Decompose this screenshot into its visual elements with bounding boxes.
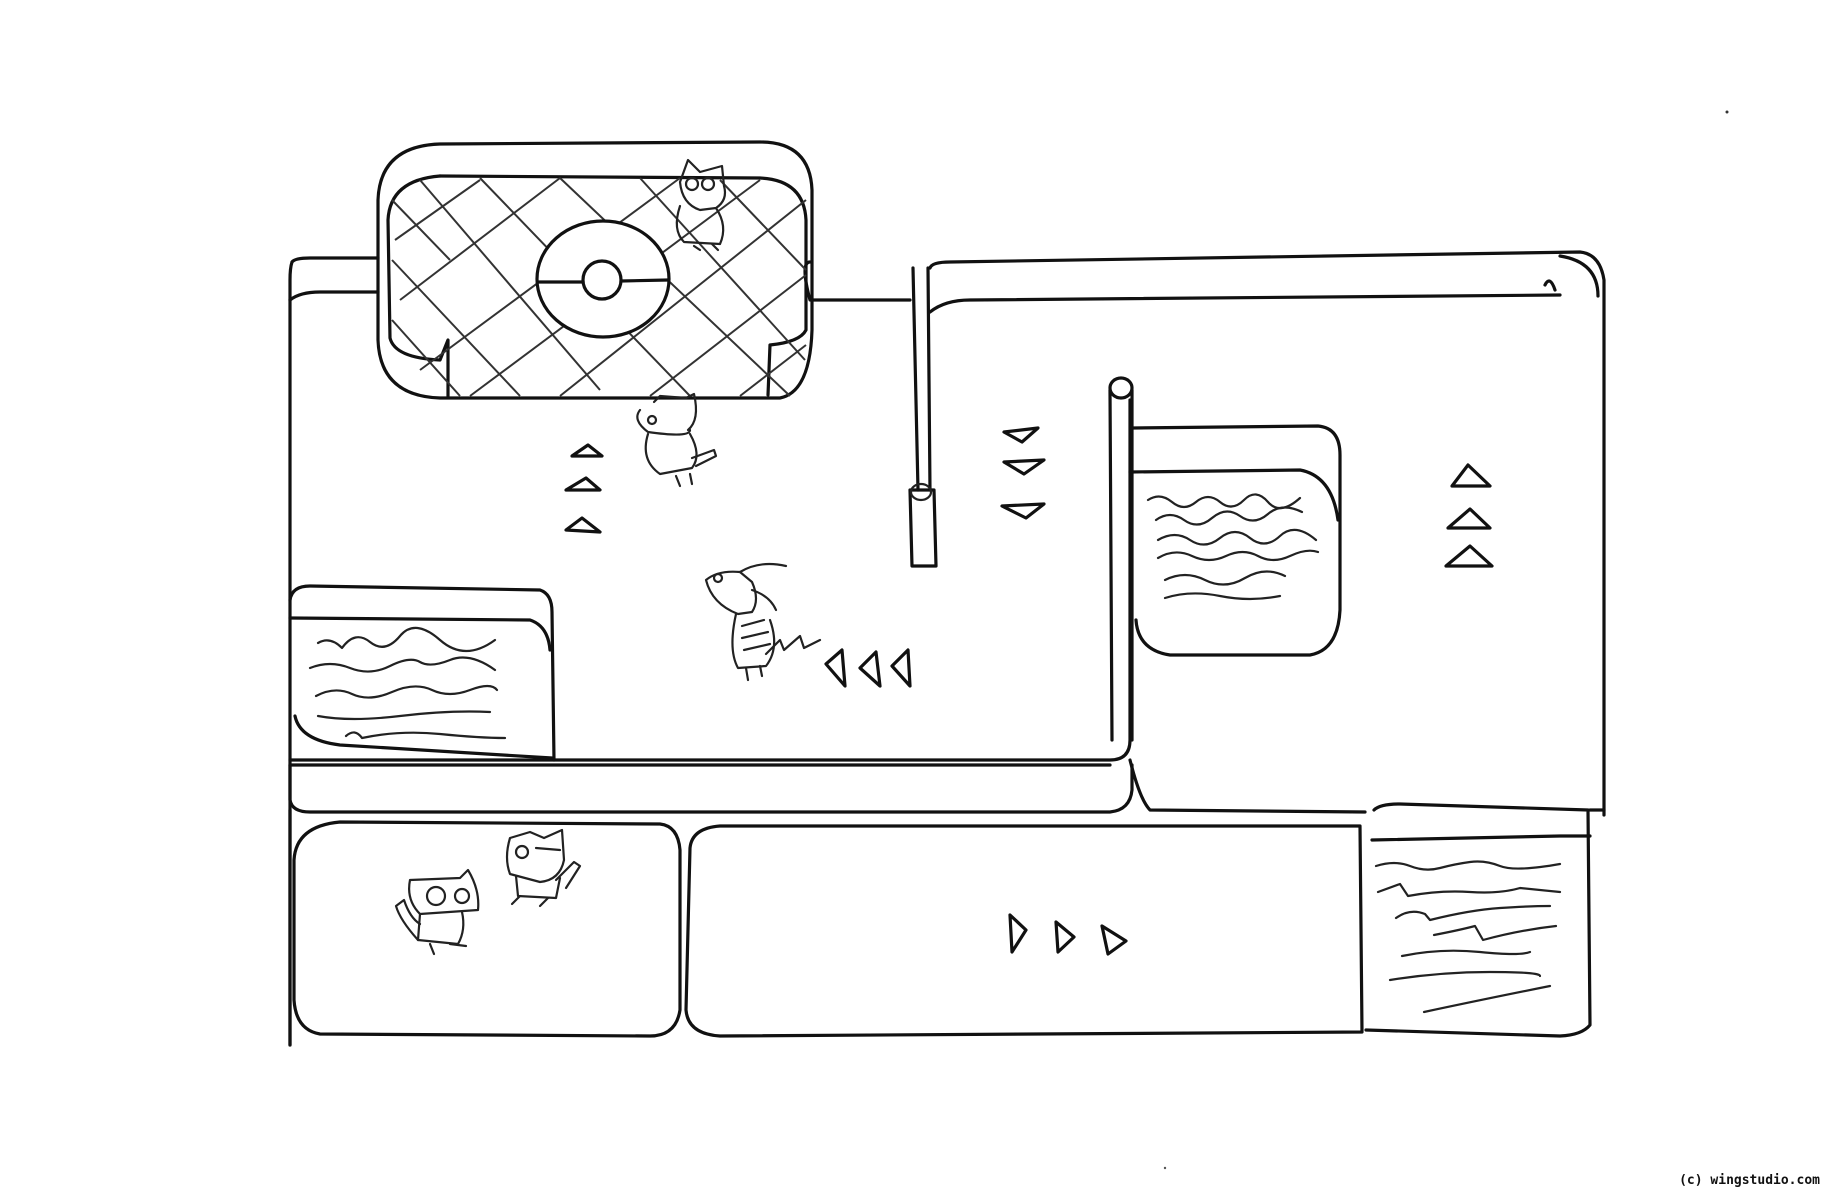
east-field[interactable]	[928, 250, 1606, 817]
arrows-player-left	[824, 648, 912, 688]
trainer-arena[interactable]	[675, 158, 727, 252]
arrows-south-right	[1008, 913, 1128, 956]
arrows-east-up	[1444, 463, 1494, 568]
pool-west	[288, 584, 556, 762]
arena[interactable]	[376, 140, 814, 400]
pillar-1	[908, 266, 938, 568]
south-corridor[interactable]	[684, 824, 1364, 1038]
pool-southeast	[1364, 802, 1606, 1038]
cat-sw-2[interactable]	[505, 828, 582, 908]
pool-east	[1128, 424, 1342, 657]
copyright-credit: (c) wingstudio.com	[1679, 1173, 1820, 1188]
cat-plaza[interactable]	[636, 392, 718, 488]
cat-sw-1[interactable]	[394, 868, 480, 956]
pillar-2	[1108, 376, 1134, 742]
arrows-center-down	[1000, 426, 1046, 520]
south-room-west[interactable]	[288, 808, 682, 1047]
player-pikachu[interactable]	[704, 562, 822, 682]
main-plaza[interactable]	[288, 256, 1134, 1047]
arrows-plaza-up	[564, 443, 604, 534]
